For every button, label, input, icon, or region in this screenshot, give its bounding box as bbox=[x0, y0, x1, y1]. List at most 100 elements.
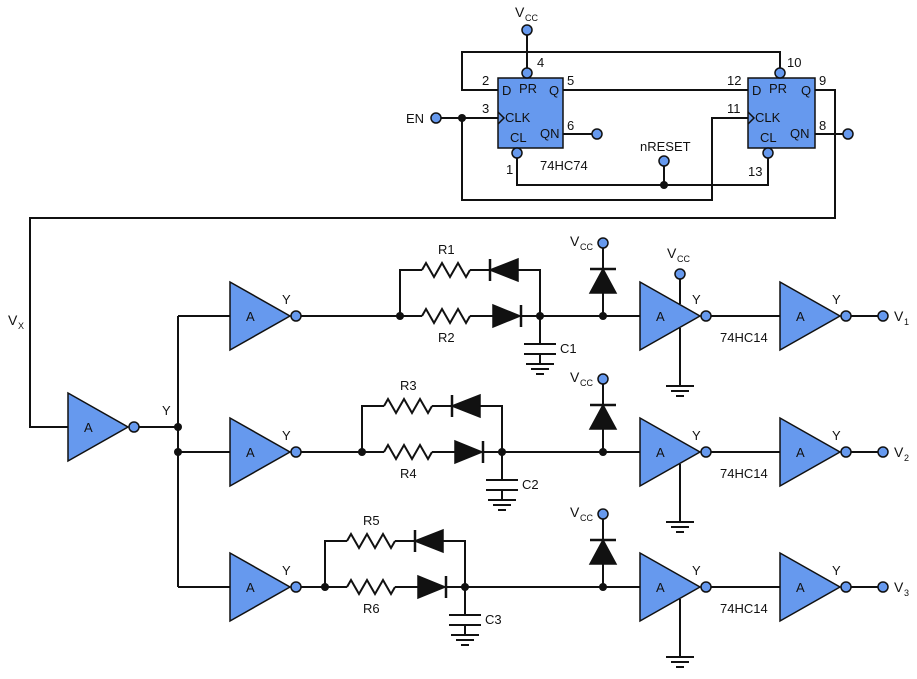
gate-y-label: Y bbox=[832, 428, 841, 443]
ff1-pin-cl: CL bbox=[510, 130, 527, 145]
ground-symbol bbox=[666, 512, 694, 533]
inverter-bubble bbox=[840, 446, 852, 458]
gate-y-label: Y bbox=[692, 428, 701, 443]
gate-y-label: Y bbox=[832, 292, 841, 307]
vcc-terminal bbox=[597, 373, 609, 385]
capacitor-label: C1 bbox=[560, 341, 577, 356]
ic-label: 74HC14 bbox=[720, 601, 768, 616]
inverter-bubble bbox=[840, 581, 852, 593]
input-inverter: V X A Y bbox=[8, 312, 230, 588]
schmitt-gate bbox=[639, 551, 702, 623]
ff1-pin-d: D bbox=[502, 83, 511, 98]
resistor bbox=[346, 531, 396, 551]
vcc-label: V bbox=[515, 4, 525, 20]
ff1-pin-clk: CLK bbox=[505, 110, 531, 125]
ff2-pin-d: D bbox=[752, 83, 761, 98]
ground-symbol bbox=[666, 376, 694, 397]
vcc-terminal bbox=[597, 508, 609, 520]
ground-symbol bbox=[451, 625, 479, 646]
resistor-label: R5 bbox=[363, 513, 380, 528]
ff1-num-d: 2 bbox=[482, 73, 489, 88]
diode bbox=[412, 528, 444, 554]
ff1-num-clk: 3 bbox=[482, 101, 489, 116]
gate-y-label: Y bbox=[832, 563, 841, 578]
diode bbox=[417, 574, 447, 600]
gate-y-label: Y bbox=[692, 563, 701, 578]
ff1-num-qn: 6 bbox=[567, 118, 574, 133]
resistor bbox=[383, 442, 433, 462]
gate-a-label: A bbox=[656, 309, 665, 324]
vcc-label: V bbox=[570, 233, 580, 249]
output-label: V bbox=[894, 308, 904, 324]
vx-label: V bbox=[8, 312, 18, 328]
gate-y-label: Y bbox=[282, 292, 291, 307]
flipflop-1: D PR Q CLK CL QN 2 4 5 3 1 6 74HC74 bbox=[482, 55, 588, 177]
schmitt-gate bbox=[639, 280, 702, 352]
ff2-pin-clk: CLK bbox=[755, 110, 781, 125]
ff1-pin-qn: QN bbox=[540, 126, 560, 141]
gate-a-label: A bbox=[84, 420, 93, 435]
clamp-diode bbox=[588, 267, 618, 294]
ground-symbol bbox=[526, 354, 554, 375]
clamp-diode bbox=[588, 403, 618, 430]
gate-y-label: Y bbox=[162, 403, 171, 418]
resistor-label: R4 bbox=[400, 466, 417, 481]
gate-a-label: A bbox=[246, 309, 255, 324]
resistor bbox=[421, 306, 471, 326]
inverter-bubble bbox=[840, 310, 852, 322]
resistor-label: R3 bbox=[400, 378, 417, 393]
flipflop-2: D PR Q CLK CL QN 12 10 9 11 13 8 bbox=[727, 55, 826, 179]
nreset-label: nRESET bbox=[640, 139, 691, 154]
diode bbox=[454, 439, 484, 465]
vx-label-sub: X bbox=[18, 321, 24, 331]
ff2-pin-q: Q bbox=[801, 83, 811, 98]
ic-label: 74HC14 bbox=[720, 466, 768, 481]
diode bbox=[492, 303, 522, 329]
output-gate bbox=[779, 416, 842, 488]
ground-symbol bbox=[666, 647, 694, 668]
inverter-gate bbox=[229, 280, 292, 352]
ff2-pin-cl: CL bbox=[760, 130, 777, 145]
ff1-num-q: 5 bbox=[567, 73, 574, 88]
output-terminal bbox=[877, 581, 889, 593]
resistor-label: R1 bbox=[438, 242, 455, 257]
ff1-pin-q: Q bbox=[549, 83, 559, 98]
inverter-bubble bbox=[290, 310, 302, 322]
resistor-label: R6 bbox=[363, 601, 380, 616]
output-label-sub: 1 bbox=[904, 317, 909, 327]
output-gate bbox=[779, 280, 842, 352]
resistor bbox=[421, 260, 471, 280]
vcc-label-sub: CC bbox=[580, 242, 593, 252]
ff2-num-pr: 10 bbox=[787, 55, 801, 70]
schmitt-gate bbox=[639, 416, 702, 488]
gate-y-label: Y bbox=[282, 563, 291, 578]
resistor bbox=[346, 577, 396, 597]
ff2-pin-qn: QN bbox=[790, 126, 810, 141]
gate-a-label: A bbox=[246, 445, 255, 460]
ff1-num-pr: 4 bbox=[537, 55, 544, 70]
output-gate bbox=[779, 551, 842, 623]
flipflop-wiring bbox=[29, 30, 848, 428]
ff1-ref: 74HC74 bbox=[540, 158, 588, 173]
inverter-bubble bbox=[700, 446, 712, 458]
diode bbox=[449, 393, 481, 419]
inverter-gate bbox=[229, 551, 292, 623]
output-label-sub: 3 bbox=[904, 588, 909, 598]
inverter-gate bbox=[229, 416, 292, 488]
vcc-terminal bbox=[597, 237, 609, 249]
resistor-label: R2 bbox=[438, 330, 455, 345]
diode bbox=[487, 257, 519, 283]
gate-a-label: A bbox=[796, 580, 805, 595]
ic-label: 74HC14 bbox=[720, 330, 768, 345]
ff1-num-cl: 1 bbox=[506, 162, 513, 177]
vcc-label: V bbox=[570, 369, 580, 385]
inverter-bubble bbox=[700, 581, 712, 593]
output-label: V bbox=[894, 444, 904, 460]
vcc-terminal bbox=[674, 268, 686, 280]
ff2-num-d: 12 bbox=[727, 73, 741, 88]
flipflop-terminals: V CC EN nRESET bbox=[406, 4, 854, 189]
